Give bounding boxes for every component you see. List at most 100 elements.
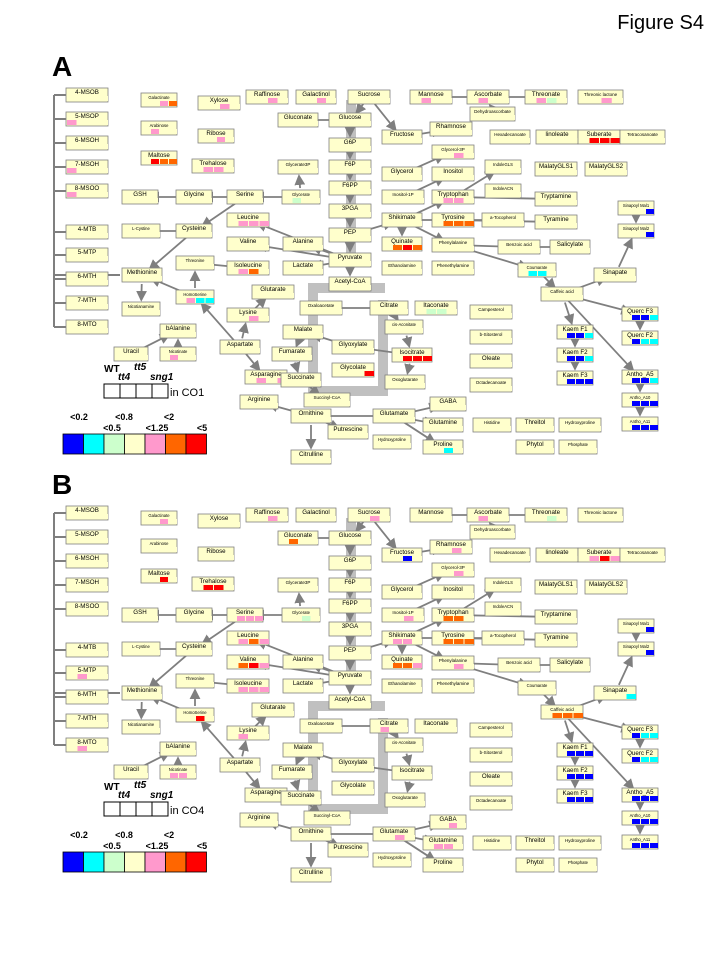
reaction-arrow [388,309,399,322]
fold-change-cell [228,198,236,203]
metabolite-label: 4-MTB [78,644,97,651]
fold-change-cell [454,269,464,274]
fold-change-cell [447,727,457,732]
metabolite-node: 3PGA [328,621,372,637]
fold-change-cell [259,245,269,250]
fold-change-cell [283,773,292,778]
fold-change-cell [302,198,311,203]
fold-change-cell [567,774,575,779]
fold-change-cell [351,121,361,126]
fold-change-cell [259,734,269,739]
fold-change-cell [641,378,649,383]
fold-change-cell [255,198,263,203]
fold-change-cell [433,571,443,576]
fold-change-cell [386,746,395,751]
metabolite-node: Tetracosanoate [619,547,666,563]
fold-change-cell [354,371,364,376]
metabolite-label: Hexadecanoate [494,132,526,137]
fold-change-cell [77,233,87,238]
fold-change-cell [289,586,298,591]
fold-change-cell [413,245,422,250]
fold-change-cell [292,616,301,621]
fold-change-cell [314,269,323,274]
fold-change-cell [98,280,108,285]
fold-change-cell [374,861,383,866]
fold-change-cell [434,866,443,871]
metabolite-node: Fructose [381,547,423,563]
metabolite-node: Sinapate [593,685,637,701]
fold-change-cell [558,556,568,561]
fold-change-cell [294,333,303,338]
fold-change-cell [413,221,422,226]
fold-change-cell [569,448,578,453]
fold-change-cell [557,170,567,175]
fold-change-cell [349,433,358,438]
metabolite-label: Caffeic acid [550,289,574,294]
metabolite-node: Proline [422,439,464,455]
legend-genotype-cell [103,383,121,399]
fold-change-cell [444,426,453,431]
fold-change-cell [151,232,160,237]
metabolite-node: Valine [226,236,270,252]
metabolite-label: Oxoglutarate [392,795,418,800]
fold-change-cell [77,538,87,543]
metabolite-node: 4-MTB [65,642,109,658]
fold-change-cell [481,313,491,318]
fold-change-cell [626,694,636,699]
fold-change-cell [177,650,185,655]
fold-change-cell [88,586,98,591]
fold-change-cell [339,851,348,856]
fold-change-cell [481,338,491,343]
fold-change-cell [576,751,584,756]
fold-change-cell [177,716,186,721]
fold-change-cell [576,356,584,361]
metabolite-node: Acetyl-CoA [328,694,372,710]
fold-change-cell [605,694,615,699]
fold-change-cell [586,588,596,593]
fold-change-cell [632,796,640,801]
metabolite-label: 3PGA [342,205,359,212]
metabolite-node: HomoSerine [175,289,215,305]
fold-change-cell [241,821,250,826]
fold-change-cell [561,248,570,253]
metabolite-node: cis-Aconitate [384,737,424,753]
metabolite-node: Threonic lactone [577,507,624,523]
metabolite-node: linoleate [535,547,579,563]
fold-change-cell [279,539,288,544]
fold-change-cell [77,280,87,285]
metabolite-node: Itaconate [414,300,458,316]
fold-change-cell [650,843,658,848]
fold-change-cell [333,348,343,353]
metabolite-label: Phosphate [568,442,589,447]
fold-change-cell [546,223,556,228]
fold-change-cell [481,804,491,809]
metabolite-label: b-Sitosterol [480,332,503,337]
reaction-arrow [294,592,306,607]
fold-change-cell [393,663,402,668]
metabolite-label: Caffeic acid [550,707,574,712]
metabolite-label: Cysteine [182,643,207,650]
fold-change-cell [361,654,371,659]
fold-change-cell [641,425,649,430]
fold-change-cell [482,533,493,538]
metabolite-nodes: 4-MSOB5-MSOP6-MSOH7-MSOH8-MSOO4-MTB5-MTP… [65,505,666,883]
legend-genotype: WT [104,364,120,375]
fold-change-cell [67,96,77,101]
metabolite-node: Tryptophan [431,189,475,205]
fold-change-cell [374,417,384,422]
fold-change-cell [292,381,301,386]
metabolite-label: IndoleGLS [493,162,513,167]
fold-change-cell [151,650,160,655]
reaction-arrow [460,170,496,194]
fold-change-cell [88,328,98,333]
metabolite-label: Glycerol [391,168,414,175]
metabolite-label: Benzoic acid [506,242,532,247]
metabolite-label: Antho_A5 [626,371,654,378]
fold-change-cell [402,861,411,866]
metabolite-label: Sinapate [603,687,628,694]
metabolite-node: Phytol [515,857,555,873]
fold-change-cell [464,593,474,598]
fold-change-cell [67,192,77,197]
fold-change-cell [413,356,422,361]
